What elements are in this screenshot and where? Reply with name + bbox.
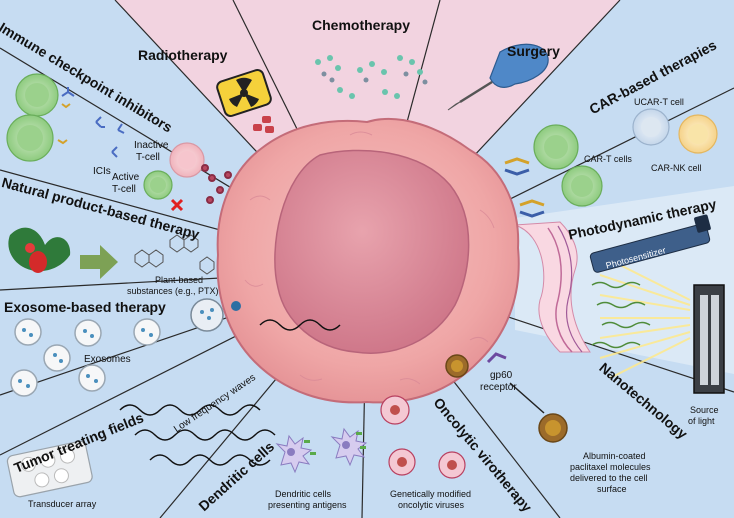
label-light-1: Source bbox=[690, 405, 719, 415]
label-albumin-3: delivered to the cell bbox=[570, 473, 648, 483]
label-dc-2: presenting antigens bbox=[268, 500, 347, 510]
chemo-molecules bbox=[315, 55, 428, 99]
label-gp60-2: receptor bbox=[480, 382, 517, 393]
tissue-layers bbox=[514, 221, 591, 353]
pdt-arrows bbox=[591, 281, 651, 349]
dendritic-cells bbox=[275, 427, 368, 474]
label-albumin-4: surface bbox=[597, 484, 627, 494]
label-transducer: Transducer array bbox=[28, 499, 97, 509]
exosome-cluster bbox=[10, 298, 241, 397]
light-source-device bbox=[693, 284, 725, 394]
albumin-particles bbox=[445, 352, 568, 443]
label-car-t: CAR-T cells bbox=[584, 154, 632, 164]
label-plant-based-2: substances (e.g., PTX) bbox=[127, 286, 219, 296]
label-plant-based-1: Plant-based bbox=[155, 275, 204, 285]
section-exosome: Exosome-based therapy bbox=[4, 299, 166, 315]
natural-product-illustration bbox=[8, 227, 215, 279]
label-virus-2: oncolytic viruses bbox=[398, 500, 465, 510]
label-virus-1: Genetically modified bbox=[390, 489, 472, 499]
label-active-1: Active bbox=[112, 172, 140, 183]
car-cells bbox=[504, 108, 718, 218]
label-dc-1: Dendritic cells bbox=[275, 489, 332, 499]
label-ucar-t: UCAR-T cell bbox=[634, 97, 684, 107]
radiation-sign bbox=[216, 69, 274, 133]
label-gp60-1: gp60 bbox=[490, 370, 513, 381]
label-car-nk: CAR-NK cell bbox=[651, 163, 702, 173]
label-inactive-2: T-cell bbox=[136, 152, 160, 163]
label-albumin-2: paclitaxel molecules bbox=[570, 462, 651, 472]
low-frequency-waves bbox=[119, 319, 341, 466]
oncolytic-viruses bbox=[380, 395, 466, 479]
label-exosomes: Exosomes bbox=[84, 354, 131, 365]
label-albumin-1: Albumin-coated bbox=[583, 451, 646, 461]
label-inactive-1: Inactive bbox=[134, 140, 169, 151]
immune-checkpoint-cells bbox=[6, 73, 232, 212]
label-light-2: of light bbox=[688, 416, 715, 426]
section-chemotherapy: Chemotherapy bbox=[312, 17, 411, 33]
label-active-2: T-cell bbox=[112, 184, 136, 195]
photosensitizer-tube bbox=[589, 214, 711, 273]
section-radiotherapy: Radiotherapy bbox=[138, 47, 228, 63]
tumor-cell bbox=[216, 118, 520, 404]
surgical-glove-scalpel bbox=[447, 43, 549, 111]
transducer-array bbox=[6, 440, 93, 498]
section-surgery: Surgery bbox=[507, 43, 560, 59]
label-icis: ICIs bbox=[93, 166, 111, 177]
